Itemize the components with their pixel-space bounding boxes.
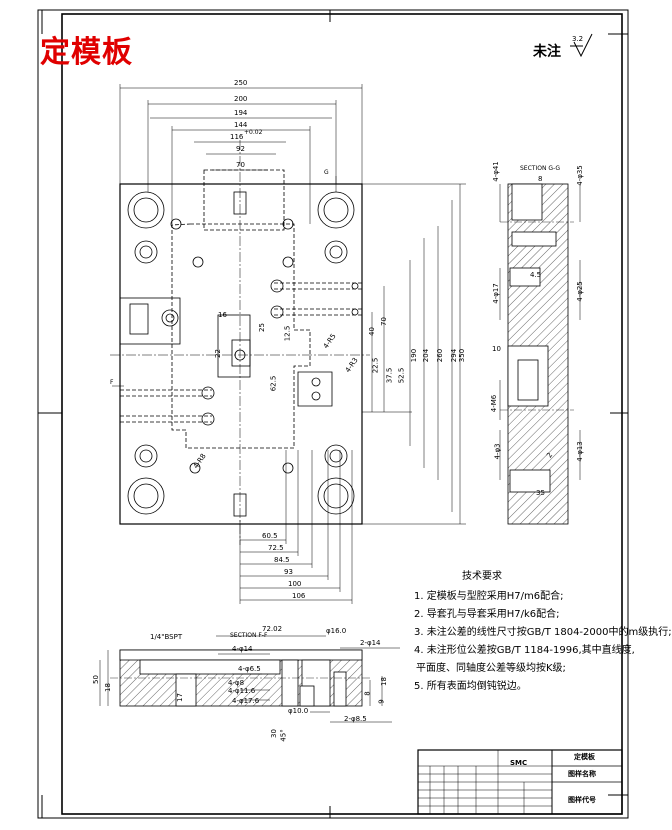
drawing-title: 定模板 xyxy=(40,35,133,70)
dim-bottom-5: 106 xyxy=(292,592,306,600)
dim-mid-4: 37.5 xyxy=(385,367,394,384)
rv-dim-11: 35 xyxy=(536,489,545,497)
tech-item-4: 4. 未注形位公差按GB/T 1184-1996,其中直线度, xyxy=(414,645,635,656)
bv-dim-9: 50 xyxy=(91,675,100,684)
plan-dimensions xyxy=(112,84,466,604)
roughness-label: 未注 xyxy=(533,44,561,60)
bv-dim-11: 17 xyxy=(175,693,184,702)
dim-right-0: 190 xyxy=(410,348,419,363)
bv-dim-5: 4-φ6.5 xyxy=(238,665,261,673)
rv-dim-1: 8 xyxy=(538,175,543,183)
dim-top-tol: +0.02 xyxy=(244,129,263,136)
bv-dim-6: 4-φ8 xyxy=(228,679,245,687)
dim-mid-5: 22.5 xyxy=(371,357,380,374)
dim-mid-7: 25 xyxy=(257,323,266,332)
title-block-drawing-no-label: 图样代号 xyxy=(568,796,596,804)
rv-dim-4: 4.5 xyxy=(530,271,542,279)
inner-frame xyxy=(61,13,623,815)
dim-bottom-3: 93 xyxy=(284,568,293,576)
bv-dim-1: 72.02 xyxy=(262,625,283,633)
title-block-drawing-name-label: 图样名称 xyxy=(568,770,596,778)
dim-bottom-0: 60.5 xyxy=(262,532,278,540)
bottom-dim-lines xyxy=(99,635,400,723)
bv-dim-2: φ16.0 xyxy=(326,627,347,635)
bv-dim-4: 4-φ14 xyxy=(232,645,253,653)
tech-item-3: 3. 未注公差的线性尺寸按GB/T 1804-2000中的m级执行; xyxy=(414,627,672,638)
dim-top-6: 70 xyxy=(236,161,245,169)
tech-item-6: 5. 所有表面均倒钝锐边。 xyxy=(414,681,527,692)
dim-mid-8: 16 xyxy=(218,311,227,319)
dim-right-2: 260 xyxy=(436,348,445,363)
tech-item-2: 2. 导套孔与导套采用H7/k6配合; xyxy=(414,609,560,620)
bv-dim-17: 30 xyxy=(269,729,278,738)
bv-dim-8: 4-φ17.6 xyxy=(232,697,260,705)
dim-top-5: 92 xyxy=(236,145,245,153)
tech-item-5: 平面度、同轴度公差等级均按K级; xyxy=(416,663,566,674)
section-g-label: SECTION G-G xyxy=(520,165,561,172)
title-block-company: SMC xyxy=(510,759,528,767)
dim-mid-9: 22 xyxy=(213,349,222,358)
plan-view xyxy=(110,140,370,545)
title-block xyxy=(417,749,623,815)
dim-right-3: 294 xyxy=(450,348,459,363)
bv-dim-16: 2-φ8.5 xyxy=(344,715,367,723)
dim-mid-6: 62.5 xyxy=(269,375,278,392)
dim-bottom-2: 84.5 xyxy=(274,556,290,564)
bv-dim-18: 45° xyxy=(279,729,288,742)
rv-dim-5: 4-φ25 xyxy=(575,281,584,302)
dim-top-1: 200 xyxy=(234,95,248,103)
roughness-symbol xyxy=(573,33,593,58)
rv-dim-3: 4-φ17 xyxy=(491,283,500,304)
title-block-part-name: 定模板 xyxy=(574,753,595,761)
bv-dim-0: 1/4"BSPT xyxy=(150,633,183,641)
rv-dim-8: 4-φ3 xyxy=(493,443,502,460)
label-section-g: G xyxy=(324,169,329,176)
bv-dim-14: 18 xyxy=(379,677,388,686)
tech-heading: 技术要求 xyxy=(462,571,502,582)
dim-top-2: 194 xyxy=(234,109,248,117)
dim-mid-1: 40 xyxy=(367,327,376,336)
rv-dim-6: 10 xyxy=(492,345,501,353)
dim-right-4: 350 xyxy=(458,348,467,363)
tech-item-1: 1. 定模板与型腔采用H7/m6配合; xyxy=(414,591,564,602)
dim-right-1: 204 xyxy=(422,348,431,363)
dim-mid-0: 70 xyxy=(379,317,388,326)
rv-dim-2: 4-φ35 xyxy=(575,165,584,186)
bv-dim-13: 9 xyxy=(377,699,386,704)
right-section-view xyxy=(500,183,574,525)
dim-bottom-4: 100 xyxy=(288,580,302,588)
section-f-label: SECTION F-F xyxy=(230,632,268,639)
bv-dim-15: φ10.0 xyxy=(288,707,309,715)
bv-dim-3: 2-φ14 xyxy=(360,639,381,647)
bv-dim-10: 18 xyxy=(103,683,112,692)
dim-bottom-1: 72.5 xyxy=(268,544,284,552)
cad-drawing xyxy=(37,9,629,819)
dim-top-0: 250 xyxy=(234,79,248,87)
outer-frame xyxy=(37,9,629,819)
rv-dim-0: 4-φ41 xyxy=(491,161,500,182)
dim-top-4: 116 xyxy=(230,133,244,141)
roughness-value: 3.2 xyxy=(572,35,584,43)
drawing-sheet: 定模板 未注 3.2 250 200 194 144 116 +0.02 92 … xyxy=(37,9,672,819)
label-section-f: F xyxy=(110,379,114,386)
rv-dim-7: 4-M6 xyxy=(490,394,499,413)
dim-mid-2: 12.5 xyxy=(283,325,292,342)
dim-top-3: 144 xyxy=(234,121,248,129)
bv-dim-12: 8 xyxy=(363,691,372,696)
dim-mid-3: 52.5 xyxy=(397,367,406,384)
rv-dim-10: 4-φ13 xyxy=(575,441,584,462)
right-dim-lines xyxy=(499,184,581,480)
bottom-section-view xyxy=(110,649,372,707)
bv-dim-7: 4-φ11.6 xyxy=(228,687,256,695)
